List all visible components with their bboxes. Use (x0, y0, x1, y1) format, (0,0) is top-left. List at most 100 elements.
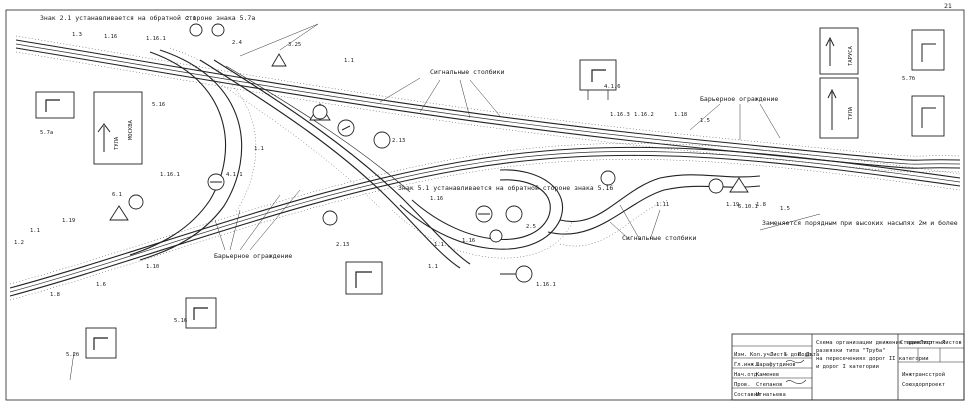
sheet-frame (5, 9, 965, 401)
note-bottom-right: Заменяется порядным при высоких насыпях … (762, 219, 958, 227)
svg-text:1.19: 1.19 (62, 218, 75, 224)
svg-text:5.2б: 5.2б (66, 351, 79, 358)
svg-text:1.1: 1.1 (254, 146, 264, 152)
svg-text:1.1: 1.1 (434, 242, 444, 248)
svg-text:1.2: 1.2 (14, 240, 24, 246)
svg-text:развязки типа "Труба": развязки типа "Труба" (816, 347, 886, 354)
svg-text:2.1: 2.1 (186, 16, 196, 22)
secondary-road (9, 143, 961, 301)
direction-sign-far-right (911, 29, 945, 137)
svg-text:5.7а: 5.7а (40, 130, 53, 136)
sign-rect-bottom-center (345, 261, 383, 295)
sign-round-2 (312, 104, 328, 120)
sign-round-5 (322, 210, 338, 226)
svg-text:1.6: 1.6 (96, 282, 106, 288)
sign-round-8 (600, 170, 616, 186)
svg-text:№ док.: № док. (784, 352, 804, 358)
sign-round-11 (189, 23, 203, 37)
sign-round-6 (475, 205, 493, 223)
svg-text:5.7б: 5.7б (902, 75, 915, 82)
svg-text:1.19: 1.19 (726, 202, 739, 208)
callout-barrier-left: Барьерное ограждение (214, 252, 292, 260)
svg-text:Союздорпроект: Союздорпроект (902, 382, 945, 388)
sign-round-7 (505, 205, 523, 223)
svg-text:2.13: 2.13 (336, 242, 349, 248)
note-center: Знак 5.1 устанавливается на обратной сто… (398, 184, 613, 192)
svg-text:1.8: 1.8 (756, 202, 766, 208)
svg-text:1.16: 1.16 (104, 34, 117, 40)
right-ramps (547, 174, 761, 247)
sign-round-14 (489, 229, 503, 243)
svg-text:1.16: 1.16 (462, 238, 475, 244)
sign-round-3 (337, 119, 355, 137)
callout-barrier-right: Барьерное ограждение (700, 95, 778, 103)
svg-text:Дата: Дата (806, 352, 819, 358)
svg-text:и дорог I категории: и дорог I категории (816, 364, 879, 370)
direction-sign-left: ТУЛА МОСКВА (93, 91, 143, 165)
svg-text:1.16.3: 1.16.3 (610, 112, 630, 118)
svg-text:ТУЛА: ТУЛА (848, 106, 854, 120)
svg-text:Инжтрансстрой: Инжтрансстрой (902, 372, 945, 378)
svg-text:1.5: 1.5 (700, 118, 710, 124)
direction-sign-top-right: ТАРУСА (819, 27, 859, 75)
svg-text:Кол.уч.: Кол.уч. (750, 352, 773, 358)
svg-text:1.8: 1.8 (50, 292, 60, 298)
svg-text:1.16: 1.16 (430, 196, 443, 202)
svg-text:1.16.1: 1.16.1 (536, 282, 556, 288)
svg-text:Подп.: Подп. (798, 352, 815, 358)
sign-round-1 (207, 173, 225, 191)
sign-triangle-3 (729, 177, 749, 193)
svg-text:1.16.1: 1.16.1 (146, 36, 166, 42)
svg-text:МОСКВА: МОСКВА (128, 119, 134, 140)
sign-round-10 (128, 194, 144, 210)
svg-text:Листов: Листов (942, 340, 962, 346)
svg-text:ТАРУСА: ТАРУСА (848, 45, 854, 66)
svg-text:Стадия: Стадия (900, 340, 920, 346)
leader-lines (69, 23, 821, 381)
svg-text:1.3: 1.3 (72, 32, 82, 38)
note-top: Знак 2.1 устанавливается на обратной сто… (40, 14, 255, 22)
left-loop-ramp (129, 47, 257, 261)
svg-text:1.5: 1.5 (780, 206, 790, 212)
svg-text:6.10.1: 6.10.1 (738, 204, 758, 210)
svg-text:на пересечениях дорог II катег: на пересечениях дорог II категории (816, 356, 929, 362)
sheet-number: 21 (944, 2, 952, 10)
svg-text:4.1.6: 4.1.6 (604, 84, 621, 90)
sign-rect-bottom-left (85, 327, 117, 359)
marking-labels: 1.3 1.16 1.16.1 1.1 1.1 1.16.2 1.18 1.5 … (14, 32, 790, 298)
svg-text:6.1: 6.1 (112, 192, 122, 198)
sign-round-12 (211, 23, 225, 37)
svg-text:Каменев: Каменев (756, 372, 779, 378)
sign-code-labels: 2.1 2.4 3.25 2.13 2.13 2.5 6.10.1 4.1.6 … (40, 16, 915, 358)
sign-round-9 (708, 178, 724, 194)
svg-text:Пров.: Пров. (734, 382, 751, 388)
svg-text:Изм.: Изм. (734, 352, 747, 358)
center-ramps (189, 59, 471, 269)
svg-text:2.4: 2.4 (232, 40, 243, 46)
svg-text:1.16.2: 1.16.2 (634, 112, 654, 118)
svg-text:5.16: 5.16 (152, 102, 165, 108)
svg-text:1.10: 1.10 (146, 264, 159, 270)
svg-text:5.16: 5.16 (174, 318, 187, 324)
svg-text:ТУЛА: ТУЛА (114, 136, 120, 150)
sign-rect-center-left (35, 91, 75, 119)
svg-text:4.1.1: 4.1.1 (226, 172, 243, 178)
svg-text:Гл.инж.: Гл.инж. (734, 362, 757, 368)
sign-round-4 (373, 131, 391, 149)
svg-text:1.1: 1.1 (30, 228, 40, 234)
sign-triangle-1 (109, 205, 129, 221)
main-highway (15, 35, 961, 173)
right-loop-ramp (391, 169, 573, 259)
sign-rect-bottom-left-2 (185, 297, 217, 329)
svg-text:Шарафутдинов: Шарафутдинов (756, 362, 796, 368)
svg-text:1.1: 1.1 (428, 264, 438, 270)
sign-triangle-4 (271, 53, 287, 67)
svg-text:1.11: 1.11 (656, 202, 669, 208)
svg-text:2.5: 2.5 (526, 224, 536, 230)
svg-text:Нач.отд.: Нач.отд. (734, 372, 761, 378)
svg-text:Схема организации движения тра: Схема организации движения транспортных (816, 340, 946, 346)
svg-text:Лист: Лист (770, 352, 783, 358)
callout-signal-posts-top: Сигнальные столбики (430, 68, 504, 76)
svg-text:1.16.1: 1.16.1 (160, 172, 180, 178)
